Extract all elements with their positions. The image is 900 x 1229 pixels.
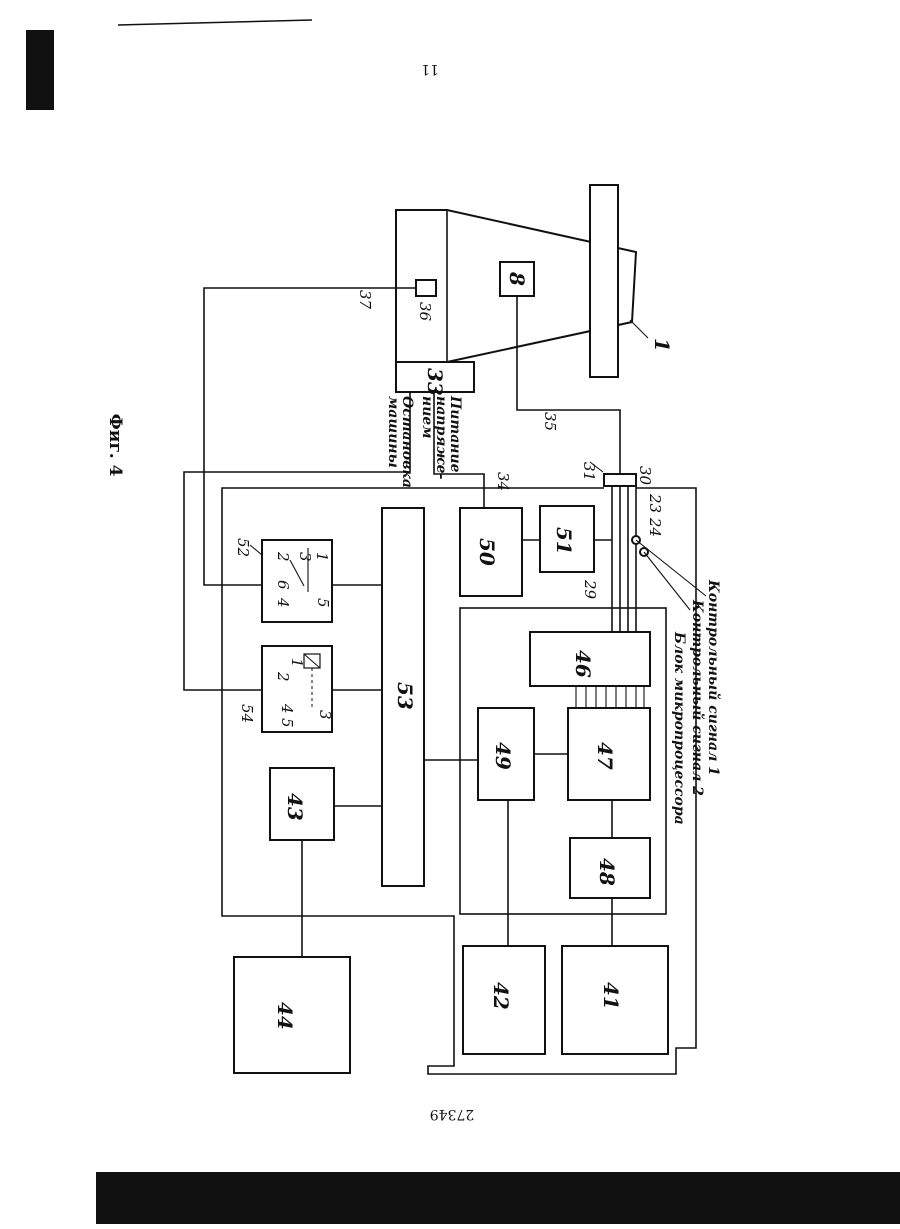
label-52: 52 [234,538,252,557]
label-48: 48 [595,858,619,886]
lead-30: 30 [636,466,654,486]
caption-supply-3: нием [419,396,435,439]
machine-base-plate [590,185,618,377]
label-50: 50 [475,538,499,566]
label-36: 36 [416,302,434,322]
caption-signal-1: Контрольный сигнал 1 [705,579,722,776]
left-edge-mark [26,30,54,110]
svg-text:3: 3 [296,552,314,562]
lead-23-24: 23 24 [646,493,664,537]
lead-31: 31 [580,462,598,481]
lead-35: 35 [541,412,559,431]
svg-text:5: 5 [314,598,332,608]
connector-30 [604,474,636,486]
label-1: 1 [650,338,674,352]
label-44: 44 [273,1002,297,1030]
lead-37: 37 [356,290,374,310]
sensor-box-36 [416,280,436,296]
svg-text:3: 3 [316,710,334,720]
svg-text:4: 4 [278,703,296,714]
page-number: 11 [421,61,439,77]
svg-text:6: 6 [274,580,292,590]
caption-signal-2: Контрольный сигнал 2 [689,599,706,796]
label-46: 46 [571,650,595,678]
patent-number: 27349 [430,1106,475,1122]
bottom-bar [96,1172,900,1224]
svg-text:1: 1 [288,658,306,668]
label-53: 53 [393,682,417,710]
label-42: 42 [489,982,513,1010]
label-51: 51 [552,527,576,555]
label-41: 41 [599,982,623,1010]
svg-text:1: 1 [313,552,331,562]
label-54: 54 [238,704,256,723]
svg-text:4: 4 [274,597,292,608]
svg-text:2: 2 [274,551,292,562]
caption-microprocessor: Блок микропроцессора [671,631,687,825]
svg-text:2: 2 [274,671,292,682]
caption-stop-2: машины [385,396,401,468]
svg-text:5: 5 [278,718,296,728]
label-47: 47 [593,742,617,770]
label-43: 43 [283,793,307,821]
top-rule [118,20,312,25]
figure-caption: Фиг. 4 [105,414,125,477]
label-33: 33 [423,368,447,396]
lead-29: 29 [581,579,599,600]
label-8: 8 [505,271,529,286]
label-49: 49 [491,742,515,770]
